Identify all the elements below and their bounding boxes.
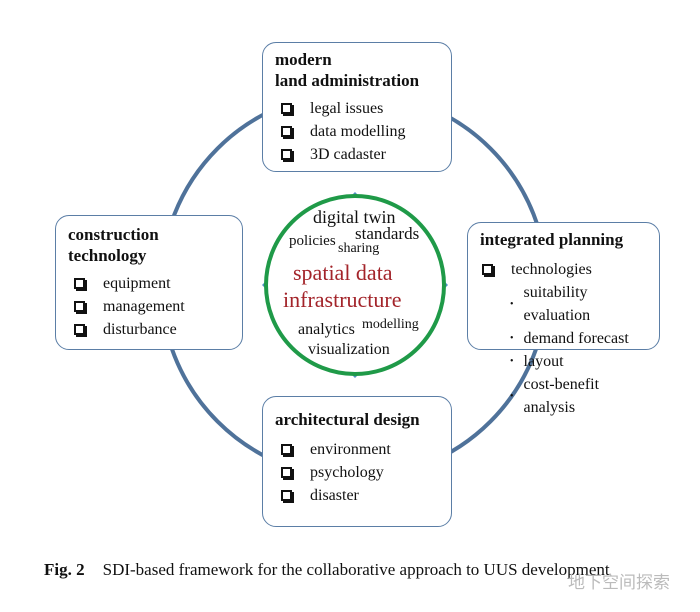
checkbox-icon — [281, 444, 292, 455]
caption-text: SDI-based framework for the collaborativ… — [102, 560, 610, 579]
list-item: legal issues — [275, 97, 439, 120]
item-label: 3D cadaster — [310, 146, 386, 163]
sub-item: layout — [510, 350, 647, 373]
caption-label: Fig. 2 — [44, 560, 85, 579]
word-analytics: analytics — [298, 321, 355, 338]
box-land-administration: modern land administration legal issues d… — [262, 42, 452, 172]
word-digital-twin: digital twin — [313, 207, 396, 227]
list-item: 3D cadaster — [275, 143, 439, 166]
title-line: technology — [68, 246, 147, 265]
center-title-line2: infrastructure — [283, 287, 402, 312]
box-construction-technology: construction technology equipment managem… — [55, 215, 243, 350]
sub-item: demand forecast — [510, 327, 647, 350]
word-standards: standards — [355, 224, 420, 243]
list-item: data modelling — [275, 120, 439, 143]
checkbox-icon — [74, 278, 85, 289]
checkbox-icon — [74, 324, 85, 335]
box-title: modern land administration — [275, 49, 439, 91]
title-line: modern — [275, 50, 332, 69]
checkbox-icon — [281, 126, 292, 137]
item-label: equipment — [103, 275, 171, 292]
list-item: environment — [275, 438, 439, 461]
item-label: disturbance — [103, 321, 177, 338]
item-label: environment — [310, 441, 391, 458]
checkbox-icon — [281, 103, 292, 114]
center-circle — [264, 194, 446, 376]
word-policies: policies — [289, 233, 336, 249]
checkbox-icon — [281, 490, 292, 501]
list-item: technologies — [480, 258, 647, 281]
word-modelling: modelling — [362, 317, 419, 332]
title-line: land administration — [275, 71, 420, 90]
item-label: psychology — [310, 464, 384, 481]
word-sharing: sharing — [338, 241, 380, 256]
item-label: technologies — [511, 261, 592, 278]
item-label: management — [103, 298, 185, 315]
sub-item: suitability evaluation — [510, 281, 647, 327]
list-item: management — [68, 295, 230, 318]
item-label: legal issues — [310, 100, 384, 117]
item-label: disaster — [310, 487, 359, 504]
box-title: construction technology — [68, 224, 230, 266]
list-item: psychology — [275, 461, 439, 484]
list-item: equipment — [68, 272, 230, 295]
box-title: architectural design — [275, 410, 420, 429]
list-item: disaster — [275, 484, 439, 507]
checkbox-icon — [281, 467, 292, 478]
box-title: integrated planning — [480, 230, 624, 249]
list-item: disturbance — [68, 318, 230, 341]
checkbox-icon — [74, 301, 85, 312]
center-title-line1: spatial data — [293, 260, 393, 285]
title-line: construction — [68, 225, 159, 244]
figure-caption: Fig. 2 SDI-based framework for the collab… — [44, 560, 610, 580]
word-visualization: visualization — [308, 341, 390, 358]
checkbox-icon — [482, 264, 493, 275]
box-integrated-planning: integrated planning technologies suitabi… — [467, 222, 660, 416]
sub-item: cost-benefit analysis — [510, 373, 647, 419]
box-architectural-design: architectural design environment psychol… — [262, 396, 452, 527]
item-label: data modelling — [310, 123, 406, 140]
checkbox-icon — [281, 149, 292, 160]
watermark: 地下空间探索 — [568, 573, 670, 593]
